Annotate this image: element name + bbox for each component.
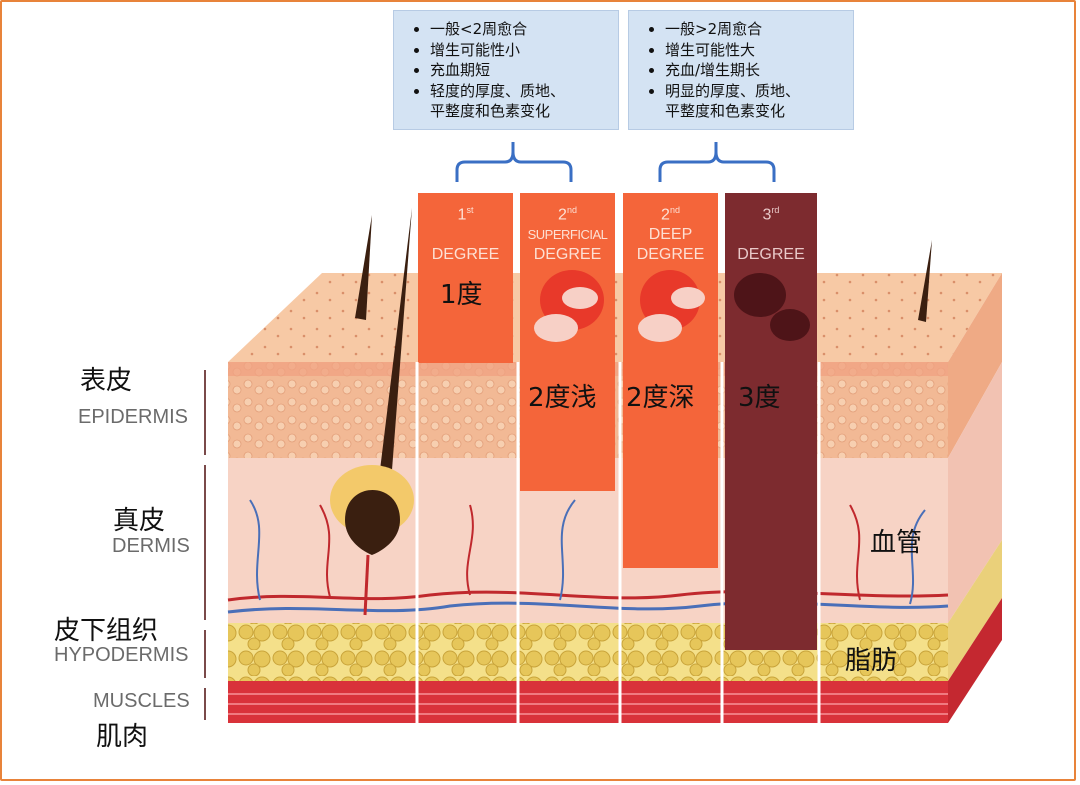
column-header-1: 1st DEGREE — [418, 200, 513, 265]
info-item: 增生可能性大 — [665, 40, 843, 61]
info-item: 明显的厚度、质地、 — [665, 81, 843, 102]
cn-degree-4: 3度 — [738, 383, 781, 413]
degree-suffix: nd — [669, 205, 680, 215]
burn-columns — [418, 193, 817, 650]
info-item: 充血期短 — [430, 60, 608, 81]
info-item: 增生可能性小 — [430, 40, 608, 61]
degree-line2: DEGREE — [636, 246, 705, 264]
column-header-4: 3rd DEGREE — [725, 200, 817, 265]
burn-column-2 — [520, 193, 615, 491]
burn-column-1 — [418, 193, 513, 363]
degree-line2: DEGREE — [737, 246, 805, 264]
degree-suffix: nd — [566, 205, 577, 215]
label-vessels: 血管 — [870, 528, 923, 558]
info-list-superficial: 一般<2周愈合 增生可能性小 充血期短 轻度的厚度、质地、 — [408, 19, 608, 101]
label-epidermis-en: EPIDERMIS — [78, 406, 189, 428]
label-muscles-cn: 肌肉 — [96, 722, 149, 752]
column-header-2: 2nd SUPERFICIAL DEGREE — [520, 200, 615, 265]
muscle-layer — [228, 681, 948, 723]
info-item: 充血/增生期长 — [665, 60, 843, 81]
degree-line1 — [725, 225, 817, 245]
degree-line2: DEGREE — [533, 246, 602, 264]
cn-degree-1: 1度 — [440, 280, 483, 310]
curly-brackets — [455, 142, 776, 182]
degree-ordinal: 3 — [762, 206, 772, 224]
label-epidermis-cn: 表皮 — [80, 366, 133, 396]
label-fat: 脂肪 — [845, 646, 898, 676]
info-list-deep: 一般>2周愈合 增生可能性大 充血/增生期长 明显的厚度、质地、 — [643, 19, 843, 101]
info-item: 一般>2周愈合 — [665, 19, 843, 40]
degree-line1: SUPERFICIAL — [527, 227, 608, 243]
cn-degree-3: 2度深 — [626, 383, 695, 413]
degree-ordinal: 2 — [558, 206, 567, 224]
cn-degree-2: 2度浅 — [528, 383, 597, 413]
info-item: 一般<2周愈合 — [430, 19, 608, 40]
degree-ordinal: 2 — [661, 206, 670, 224]
info-box-deep: 一般>2周愈合 增生可能性大 充血/增生期长 明显的厚度、质地、 平整度和色素变… — [628, 10, 854, 130]
degree-ordinal: 1 — [457, 206, 467, 224]
hypodermis-layer — [228, 623, 948, 681]
degree-line1 — [418, 225, 513, 245]
column-dividers — [415, 362, 821, 723]
label-dermis-en: DERMIS — [112, 535, 190, 557]
label-dermis-cn: 真皮 — [113, 506, 166, 536]
burn-column-3 — [623, 193, 718, 568]
info-box-superficial: 一般<2周愈合 增生可能性小 充血期短 轻度的厚度、质地、 平整度和色素变化 — [393, 10, 619, 130]
label-muscles-en: MUSCLES — [93, 690, 190, 712]
degree-suffix: st — [466, 205, 474, 215]
info-item: 轻度的厚度、质地、 — [430, 81, 608, 102]
info-item-continued: 平整度和色素变化 — [665, 102, 786, 120]
degree-suffix: rd — [771, 205, 780, 215]
burn-column-4 — [725, 193, 817, 650]
label-hypodermis-cn: 皮下组织 — [54, 616, 159, 646]
degree-line1: DEEP — [648, 226, 693, 244]
column-header-3: 2nd DEEP DEGREE — [623, 200, 718, 265]
info-item-continued: 平整度和色素变化 — [430, 102, 551, 120]
label-hypodermis-en: HYPODERMIS — [54, 644, 189, 666]
hair-follicle — [330, 208, 932, 616]
degree-line2: DEGREE — [431, 246, 500, 264]
